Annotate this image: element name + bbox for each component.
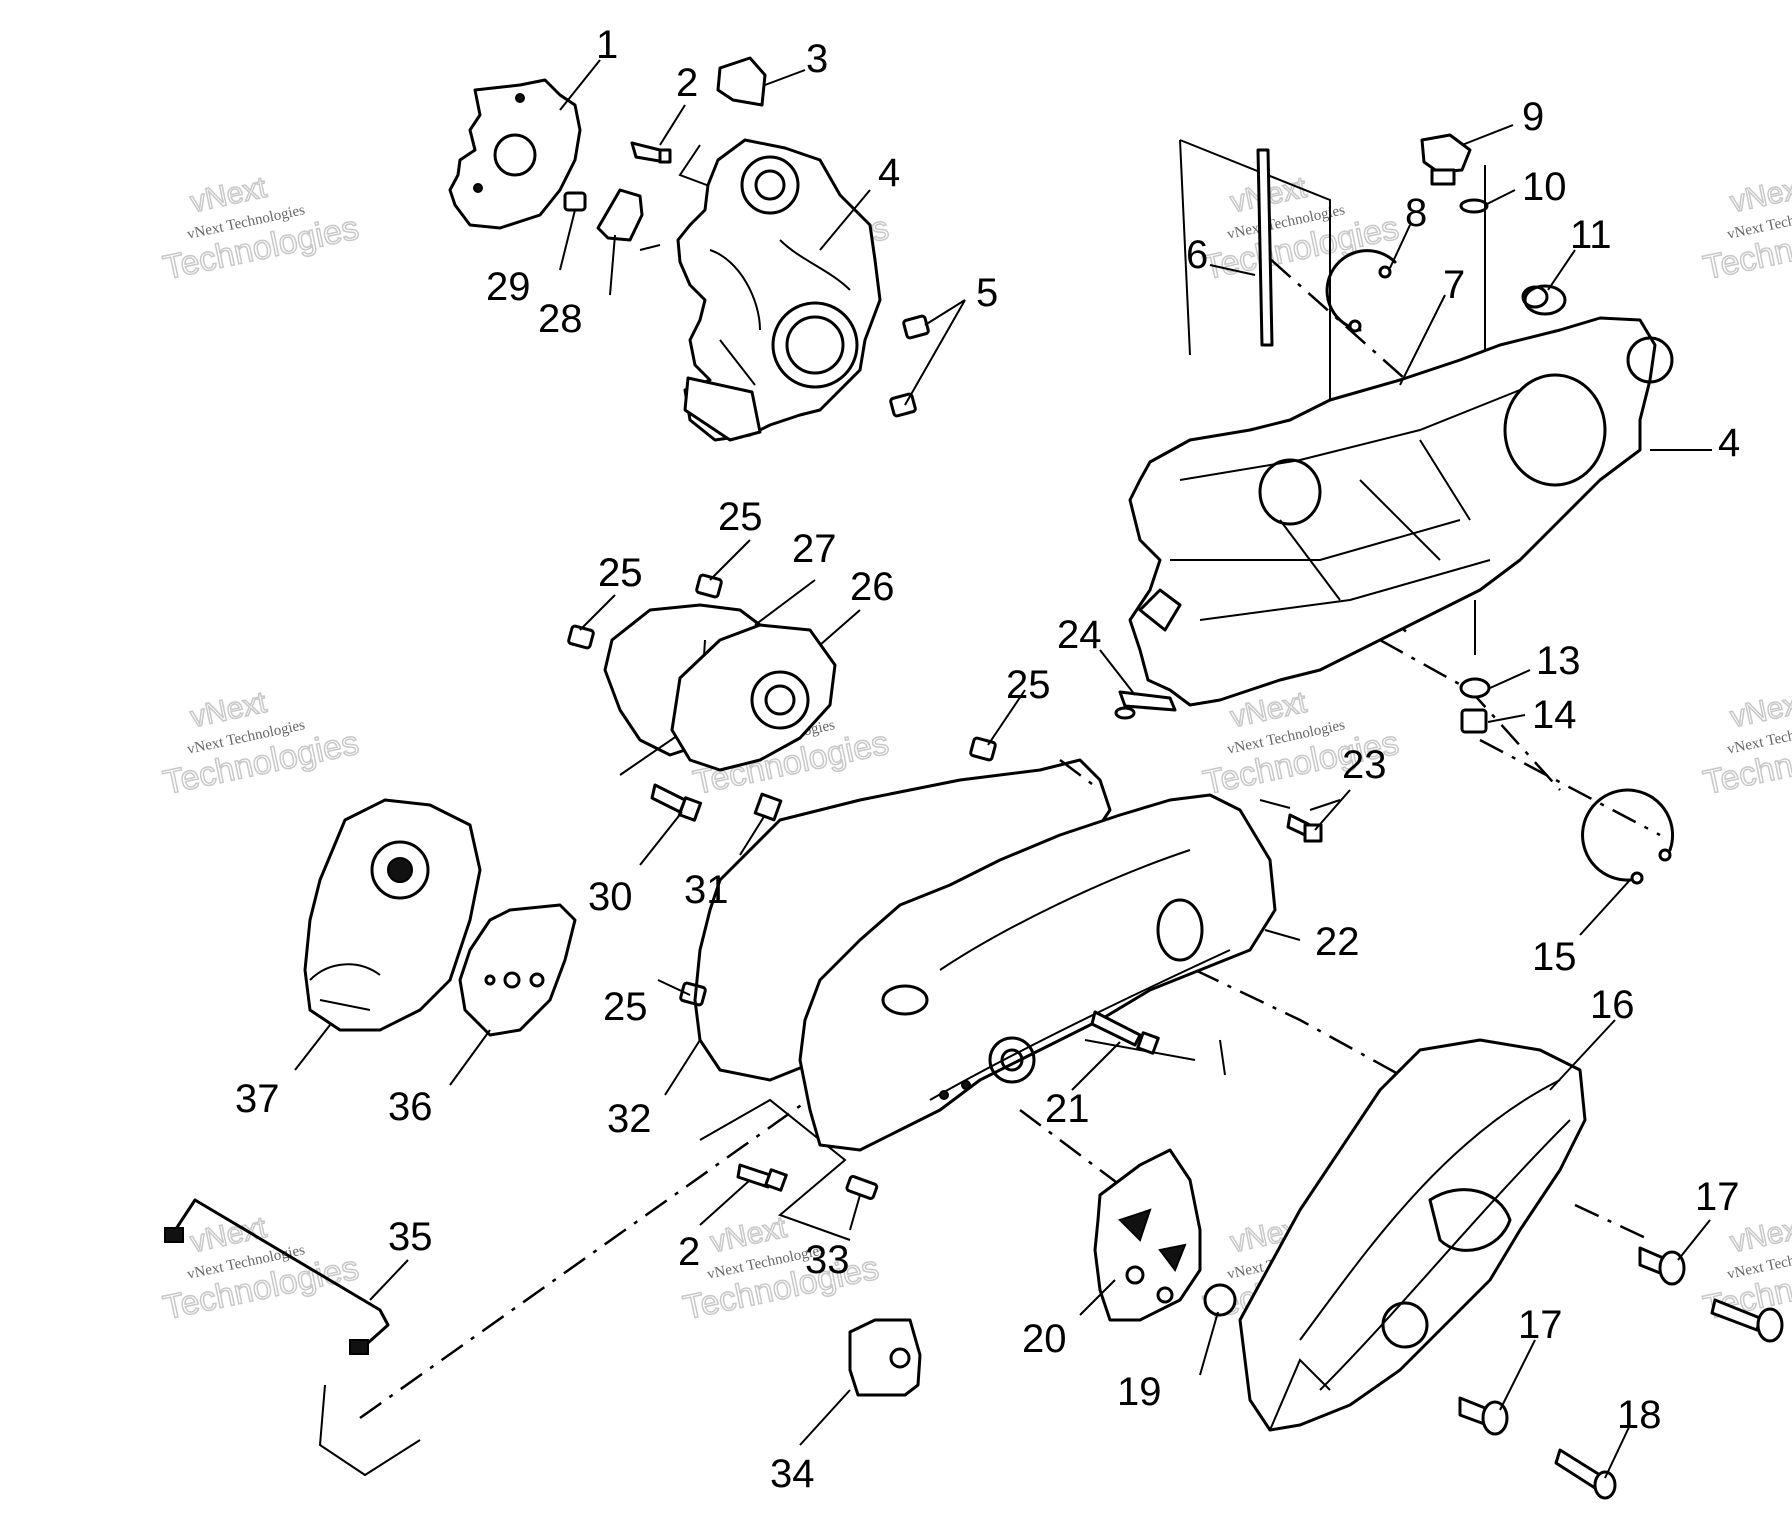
callout-label: 5 bbox=[976, 271, 998, 315]
callout-label: 17 bbox=[1695, 1175, 1740, 1219]
part-17-bolt bbox=[1458, 1396, 1509, 1436]
callout-labels: 1 2 3 4 4 5 6 7 8 9 10 11 13 14 15 16 17… bbox=[235, 23, 1740, 1496]
watermark-line1: vNext bbox=[1727, 686, 1792, 734]
part-16-outer-cover bbox=[1238, 1038, 1587, 1432]
callout-label: 20 bbox=[1022, 1317, 1067, 1361]
part-25-dowel bbox=[679, 981, 707, 1007]
part-edge-screw bbox=[1710, 1298, 1784, 1343]
part-2-bolt bbox=[630, 141, 672, 164]
callout-label: 27 bbox=[792, 527, 837, 571]
callout-label: 31 bbox=[684, 868, 729, 912]
part-4-crankcase-right bbox=[1128, 316, 1674, 707]
part-20-plate bbox=[1093, 1148, 1202, 1322]
callout-label: 9 bbox=[1522, 95, 1544, 139]
part-9-plug bbox=[1420, 133, 1472, 186]
watermark: vNext vNext Technologies Technologies bbox=[159, 1210, 363, 1328]
part-2-bolt-lower bbox=[736, 1163, 788, 1192]
callout-leaders bbox=[294, 59, 1712, 1479]
callout-label: 25 bbox=[598, 551, 643, 595]
watermark: vNext vNext Technologies Technologies bbox=[1699, 170, 1792, 288]
callout-label: 32 bbox=[607, 1097, 652, 1141]
watermark: vNext vNext Technologies Technologies bbox=[159, 170, 363, 288]
part-26-pump-cover bbox=[670, 623, 837, 772]
part-6-gasket-strip bbox=[1256, 148, 1274, 347]
part-11-bushing bbox=[1521, 284, 1567, 316]
callout-label: 1 bbox=[596, 23, 618, 67]
part-4-crankcase-left bbox=[676, 138, 882, 442]
part-35-tube bbox=[164, 1198, 390, 1355]
part-25-dowel bbox=[695, 573, 723, 599]
callout-label: 22 bbox=[1315, 920, 1360, 964]
part-33-dowel bbox=[845, 1174, 879, 1200]
part-10-oring bbox=[1459, 198, 1489, 214]
part-34-bracket bbox=[848, 1318, 922, 1397]
callout-label: 10 bbox=[1522, 165, 1567, 209]
part-18-screw bbox=[1554, 1448, 1617, 1500]
callout-label: 30 bbox=[588, 875, 633, 919]
callout-label: 25 bbox=[1006, 663, 1051, 707]
part-29-dowel bbox=[563, 191, 587, 212]
callout-label: 24 bbox=[1057, 613, 1102, 657]
callout-label: 36 bbox=[388, 1085, 433, 1129]
callout-label: 4 bbox=[878, 151, 900, 195]
watermark-line1: vNext bbox=[1727, 171, 1792, 219]
callout-label: 8 bbox=[1405, 191, 1427, 235]
callout-label: 4 bbox=[1718, 421, 1740, 465]
callout-label: 16 bbox=[1590, 983, 1635, 1027]
callout-label: 18 bbox=[1617, 1393, 1662, 1437]
callout-label: 25 bbox=[598, 551, 643, 595]
callout-label: 2 bbox=[676, 61, 698, 105]
part-1-gasket bbox=[448, 78, 582, 230]
callout-label: 17 bbox=[1518, 1303, 1563, 1347]
part-5-dowel bbox=[889, 392, 917, 418]
part-30-bolt bbox=[650, 783, 703, 822]
watermark: vNext vNext Technologies Technologies bbox=[1699, 685, 1792, 803]
part-17-bolt bbox=[1638, 1246, 1686, 1286]
part-31-bolt bbox=[753, 792, 783, 822]
part-25-dowel bbox=[969, 736, 997, 762]
callout-label: 6 bbox=[1186, 233, 1208, 277]
callout-label: 21 bbox=[1045, 1087, 1090, 1131]
callout-label: 2 bbox=[678, 1230, 700, 1274]
callout-label: 33 bbox=[805, 1238, 850, 1282]
callout-label: 11 bbox=[1570, 213, 1612, 257]
callout-label: 19 bbox=[1117, 1370, 1162, 1414]
callout-label: 28 bbox=[538, 297, 583, 341]
callout-label: 15 bbox=[1532, 935, 1577, 979]
callout-label: 25 bbox=[603, 985, 648, 1029]
watermark: vNext vNext Technologies Technologies bbox=[679, 1210, 883, 1328]
part-14-drain-bolt bbox=[1460, 708, 1488, 734]
callout-label: 34 bbox=[770, 1452, 815, 1496]
part-37-cover bbox=[303, 798, 482, 1032]
part-21-bolt bbox=[1090, 1010, 1160, 1055]
callout-label: 13 bbox=[1536, 639, 1581, 683]
callout-label: 23 bbox=[1342, 743, 1387, 787]
callout-label: 37 bbox=[235, 1077, 280, 1121]
part-25-dowel bbox=[567, 624, 595, 650]
part-23-bolt bbox=[1286, 813, 1323, 843]
watermark: vNext vNext Technologies Technologies bbox=[159, 685, 363, 803]
part-36-plate bbox=[458, 903, 577, 1037]
part-22-belt-housing bbox=[798, 793, 1277, 1152]
callout-label: 7 bbox=[1443, 263, 1465, 307]
part-13-washer bbox=[1459, 677, 1491, 699]
callout-label: 29 bbox=[486, 265, 531, 309]
part-8-circlip bbox=[1325, 249, 1397, 333]
part-24-bolt bbox=[1114, 690, 1177, 720]
callout-label: 25 bbox=[718, 495, 763, 539]
part-19-nut bbox=[1203, 1283, 1237, 1317]
callout-label: 14 bbox=[1532, 693, 1577, 737]
part-28-bracket bbox=[596, 188, 644, 242]
callout-label: 3 bbox=[806, 37, 828, 81]
part-5-dowel bbox=[902, 314, 930, 340]
callout-label: 35 bbox=[388, 1215, 433, 1259]
callout-label: 26 bbox=[850, 565, 895, 609]
part-3-bushing bbox=[716, 56, 767, 107]
part-15-circlip bbox=[1581, 788, 1675, 885]
